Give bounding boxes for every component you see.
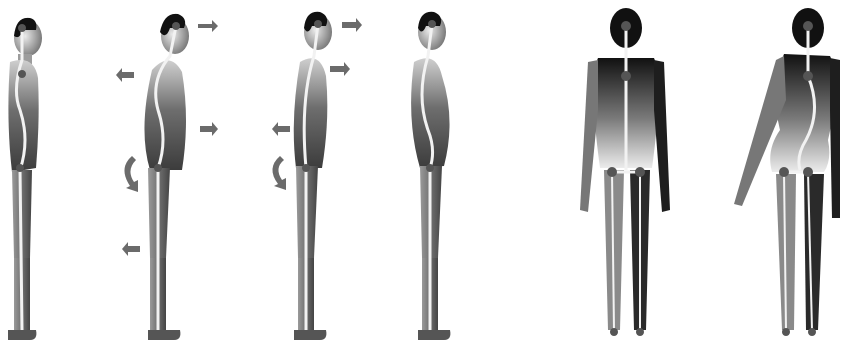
figure-back-scoliosis	[734, 8, 840, 336]
arrow-right-icon	[198, 20, 218, 32]
joint	[607, 167, 617, 177]
joint	[803, 21, 813, 31]
arrow-left-icon	[122, 242, 140, 256]
joint	[18, 24, 26, 32]
arrow-right-icon	[200, 122, 218, 136]
joint	[808, 328, 816, 336]
joint	[803, 71, 813, 81]
joint	[426, 164, 434, 172]
joint	[154, 164, 162, 172]
joint	[302, 164, 310, 172]
joint	[314, 20, 322, 28]
right-arm	[830, 58, 840, 218]
torso	[411, 58, 449, 168]
figure-side-swayback	[411, 12, 450, 340]
foot	[418, 330, 450, 340]
figure-side-normal	[8, 18, 42, 340]
joint	[636, 328, 644, 336]
joint	[621, 71, 631, 81]
arrow-right-icon	[342, 18, 362, 32]
left-arm	[580, 60, 598, 212]
joint	[172, 22, 180, 30]
torso	[144, 60, 186, 170]
arrow-left-icon	[272, 122, 290, 136]
joint	[803, 167, 813, 177]
curved-arrow-icon	[124, 156, 138, 192]
joint	[610, 328, 618, 336]
foot	[294, 330, 326, 340]
joint	[779, 167, 789, 177]
joint	[18, 70, 26, 78]
foot	[8, 330, 36, 340]
joint	[621, 21, 631, 31]
right-leg	[804, 174, 824, 330]
curved-arrow-icon	[272, 156, 286, 190]
joint	[428, 20, 436, 28]
joint	[635, 167, 645, 177]
joint	[16, 164, 24, 172]
figure-back-normal	[580, 8, 670, 336]
foot	[148, 330, 180, 340]
arrow-left-icon	[116, 68, 134, 82]
arrow-right-icon	[330, 62, 350, 76]
joint	[782, 328, 790, 336]
figure-side-flatback	[272, 12, 362, 340]
figure-side-kyphosis	[116, 14, 218, 340]
right-arm	[654, 60, 670, 212]
